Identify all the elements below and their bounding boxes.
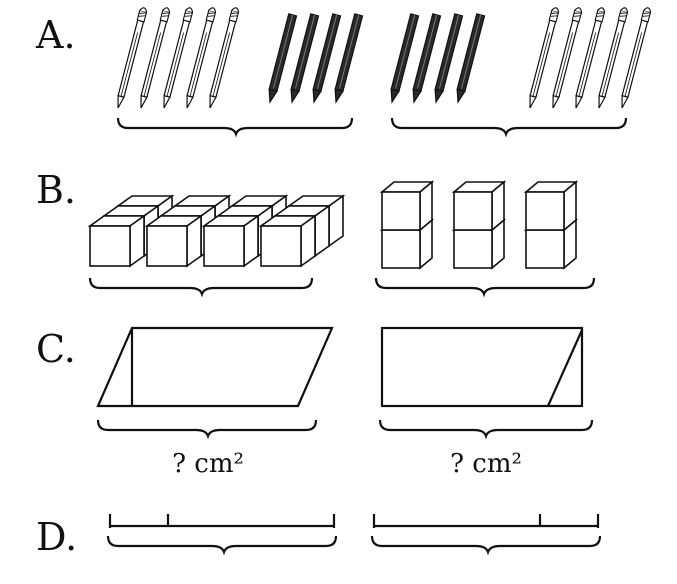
dark-pencil <box>312 13 342 104</box>
brace-b-right <box>374 277 596 298</box>
unit-cube <box>87 214 147 268</box>
brace-c-left <box>96 419 318 440</box>
cube-group-right <box>379 180 579 270</box>
unit-cube <box>523 180 579 232</box>
row-label-a: A. <box>35 13 76 57</box>
light-pencil <box>163 7 194 109</box>
dark-pencil <box>268 13 298 104</box>
rectangle <box>380 326 584 408</box>
unit-cube <box>144 214 204 268</box>
pencil-group-right <box>390 7 652 109</box>
light-pencil <box>598 7 629 109</box>
row-label-d: D. <box>36 515 77 559</box>
light-pencil <box>575 7 606 109</box>
dark-pencil <box>456 13 486 104</box>
light-pencil <box>529 7 560 109</box>
area-caption-right: ? cm² <box>450 449 522 479</box>
area-caption-left: ? cm² <box>172 449 244 479</box>
segment-right <box>372 514 600 528</box>
light-pencil <box>552 7 583 109</box>
parallelogram <box>96 326 334 408</box>
dark-pencil <box>434 13 464 104</box>
brace-a-left <box>116 117 354 138</box>
brace-d-right <box>370 535 602 556</box>
dark-pencil <box>412 13 442 104</box>
unit-cube <box>379 180 435 232</box>
row-label-b: B. <box>36 168 76 212</box>
row-label-c: C. <box>36 327 76 371</box>
brace-d-left <box>106 535 338 556</box>
dark-pencil <box>390 13 420 104</box>
brace-b-left <box>88 277 314 298</box>
light-pencil <box>186 7 217 109</box>
brace-c-right <box>378 419 594 440</box>
unit-cube <box>451 180 507 232</box>
dark-pencil <box>290 13 320 104</box>
brace-a-right <box>390 117 628 138</box>
light-pencil <box>140 7 171 109</box>
cube-group-left <box>87 194 346 268</box>
light-pencil <box>117 7 148 109</box>
light-pencil <box>209 7 240 109</box>
unit-cube <box>258 214 318 268</box>
unit-cube <box>201 214 261 268</box>
pencil-group-left <box>117 7 364 109</box>
light-pencil <box>621 7 652 109</box>
segment-left <box>108 514 336 528</box>
dark-pencil <box>334 13 364 104</box>
rectangle-cut-line <box>546 329 584 407</box>
